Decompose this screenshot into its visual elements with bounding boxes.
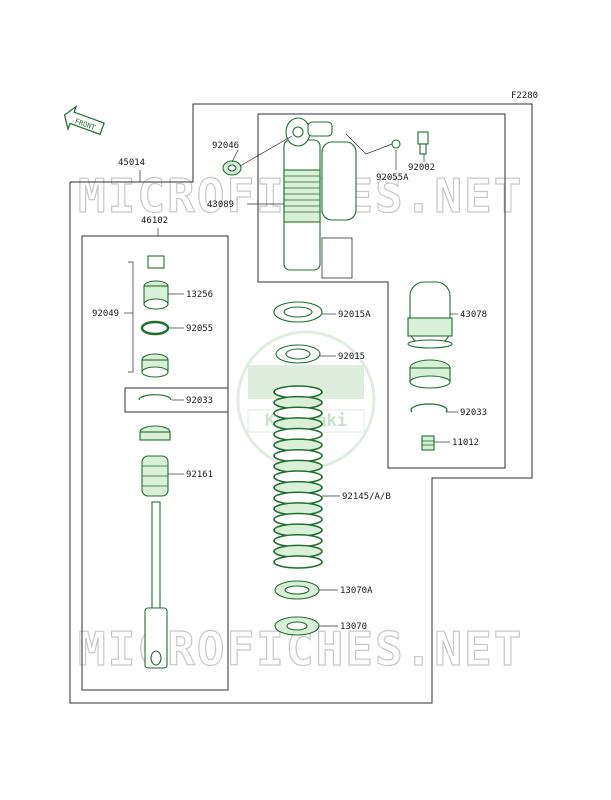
label-92002: 92002: [408, 163, 435, 173]
outer-assembly-box: [69, 103, 533, 704]
label-13070: 13070: [340, 622, 367, 632]
ring-box: [124, 387, 229, 413]
oring-92055-part: [140, 320, 170, 336]
reservoir-cut-line: [321, 237, 353, 279]
label-11012: 11012: [452, 438, 479, 448]
label-92055: 92055: [186, 324, 213, 334]
spring-seat-92015a-part: [273, 301, 323, 323]
label-13070a: 13070A: [340, 586, 373, 596]
spring-seat-92015-part: [275, 344, 321, 364]
cap-part: [409, 359, 451, 389]
label-92145: 92145/A/B: [342, 492, 391, 502]
nut-part: [147, 255, 165, 269]
part-labels: 45014 46102 92046 43089 92055A 92002 132…: [92, 141, 487, 632]
piston-part: [141, 353, 169, 378]
label-92015a: 92015A: [338, 310, 371, 320]
diagram-code: F2280: [511, 91, 538, 101]
label-92033-left: 92033: [186, 396, 213, 406]
label-92015: 92015: [338, 352, 365, 362]
spring-retainer-13070-part: [274, 616, 320, 636]
circlip-92033-left-part: [138, 394, 172, 401]
reservoir-43078-part: [407, 281, 453, 349]
bolt-92002-part: [417, 131, 429, 155]
label-46102: 46102: [141, 216, 168, 226]
upper-right-box: [257, 113, 506, 469]
label-13256: 13256: [186, 290, 213, 300]
label-92033-right: 92033: [460, 408, 487, 418]
leader-lines: [168, 133, 458, 627]
label-43089: 43089: [207, 200, 234, 210]
label-43078: 43078: [460, 310, 487, 320]
spring-retainer-13070a-part: [274, 580, 320, 600]
label-92161: 92161: [186, 470, 213, 480]
bump-stop-92161-part: [141, 455, 169, 497]
front-arrow-icon: FRONT: [63, 104, 105, 136]
oring-92055a-part: [391, 139, 401, 149]
label-45014: 45014: [118, 158, 145, 168]
bushing-92046-part: [222, 160, 242, 176]
label-92049: 92049: [92, 309, 119, 319]
circlip-92033-right-part: [410, 403, 448, 413]
label-92055a: 92055A: [376, 173, 409, 183]
shaft-part: [144, 501, 168, 669]
spring-coil: [273, 555, 323, 569]
seal-part: [139, 425, 171, 441]
damper-13256-part: [143, 280, 169, 310]
coil-spring-92145-part: [273, 385, 323, 569]
valve-11012-part: [421, 435, 435, 451]
label-92046: 92046: [212, 141, 239, 151]
shock-body-part: [283, 117, 357, 271]
inner-assembly-box: [81, 235, 229, 691]
